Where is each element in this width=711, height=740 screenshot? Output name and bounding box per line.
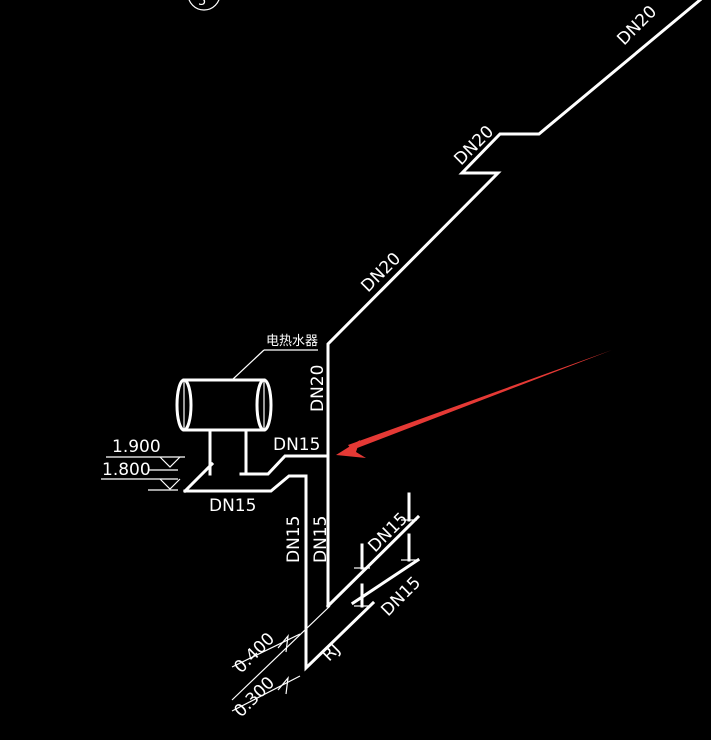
red-arrow-icon — [336, 350, 612, 458]
main-supply-pipe — [326, 0, 703, 608]
lower-loop-pipe — [183, 474, 376, 672]
heater-branch-pipe — [239, 454, 330, 476]
label-rj: RJ — [318, 639, 344, 665]
label-dn15-diag-upper: DN15 — [364, 509, 412, 557]
elevation-marks-upper — [101, 456, 185, 491]
label-dn15-diag-lower: DN15 — [377, 573, 425, 621]
label-elev-1800: 1.800 — [102, 460, 151, 480]
rj-leader-line — [231, 605, 331, 701]
label-dn15-vertical-left: DN15 — [284, 516, 304, 563]
label-dn15-branch: DN15 — [273, 435, 320, 455]
drawing-number-bubble: 5 — [188, 0, 220, 11]
label-elev-0300: 0.300 — [230, 673, 279, 722]
label-dn15-vertical-right: DN15 — [311, 516, 331, 563]
branch-pipe-lower — [350, 557, 421, 606]
label-elev-1900: 1.900 — [112, 437, 161, 457]
heater-leader-line — [231, 349, 265, 381]
label-dn15-bottom: DN15 — [209, 496, 256, 516]
branch-pipe-upper — [325, 514, 421, 609]
drawing-number: 5 — [198, 0, 206, 9]
label-dn20-riser: DN20 — [308, 365, 328, 412]
elevation-marks-lower — [231, 633, 301, 712]
label-dn20-top: DN20 — [613, 2, 661, 50]
water-heater-icon — [175, 378, 273, 458]
heater-feed-left — [182, 461, 215, 494]
label-heater: 电热水器 — [266, 334, 318, 349]
label-elev-0400: 0.400 — [230, 629, 279, 678]
